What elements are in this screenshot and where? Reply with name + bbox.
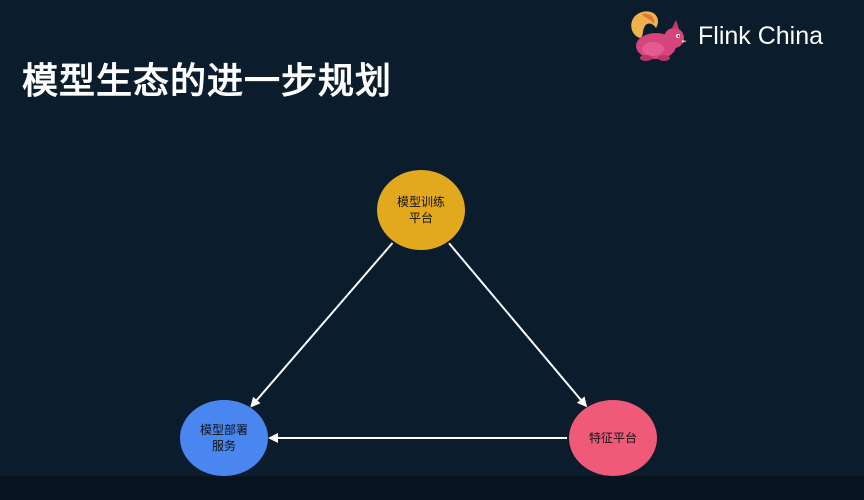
squirrel-icon: [631, 11, 687, 61]
node-feature-label: 特征平台: [589, 430, 637, 445]
node-feature: 特征平台: [569, 400, 657, 476]
flink-china-logo: Flink China: [626, 8, 850, 64]
footer-band: [0, 476, 864, 500]
node-training-circle: [377, 170, 465, 250]
diagram-edges: [250, 242, 588, 443]
logo-text: Flink China: [698, 22, 824, 50]
node-feature-circle: [569, 400, 657, 476]
node-training-label: 模型训练: [397, 194, 445, 209]
edge-training-to-feature: [448, 242, 588, 408]
node-training-label: 平台: [409, 210, 433, 225]
node-deploy-circle: [180, 400, 268, 476]
node-deploy-label: 模型部署: [200, 422, 248, 437]
page-title: 模型生态的进一步规划: [22, 61, 393, 102]
edge-training-to-deploy: [250, 242, 394, 408]
node-deploy-label: 服务: [212, 438, 236, 453]
